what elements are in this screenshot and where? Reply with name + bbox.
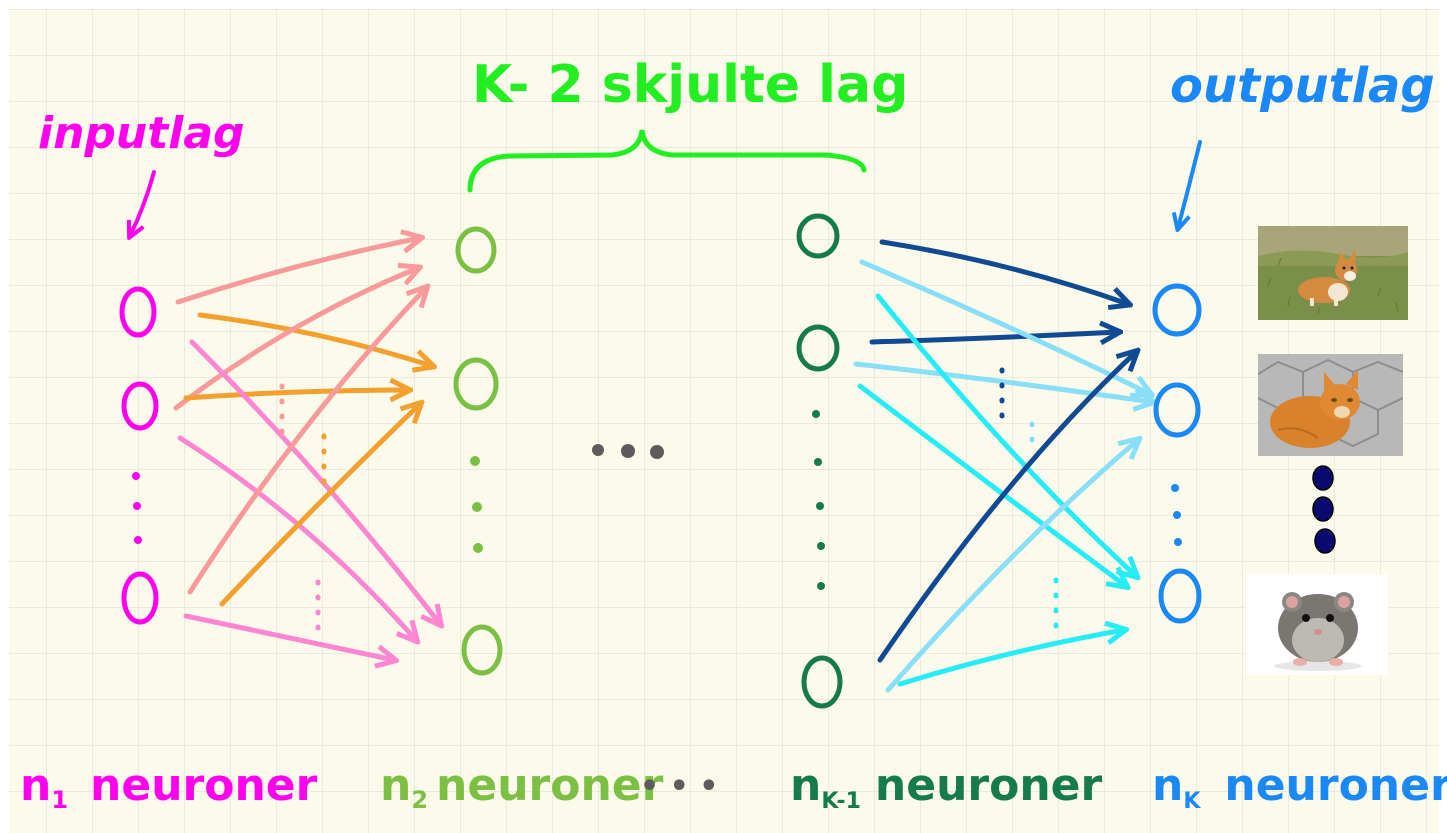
input-layer-pointer-arrow: [130, 170, 156, 236]
output-neuron: [1153, 382, 1201, 438]
output-layer: [1152, 283, 1202, 624]
hidden-1-vertical-dots: [470, 456, 483, 553]
input-neuron: [121, 381, 159, 431]
hidden-neuron: [461, 624, 503, 676]
middle-ellipsis-dots: [592, 444, 664, 459]
output-neuron: [1152, 283, 1202, 337]
input-neuron: [119, 286, 157, 338]
hidden-to-output-connections: [853, 239, 1152, 693]
output-vertical-dots: [1171, 484, 1182, 546]
input-layer-label: inputlag: [38, 108, 245, 159]
output-layer-pointer-arrow: [1178, 140, 1202, 228]
hidden-neuron: [453, 357, 499, 411]
bottom-ellipsis: • • •: [640, 769, 718, 804]
connection-arrow: [189, 339, 440, 624]
connection-arrow: [177, 435, 416, 640]
connection-arrow: [183, 390, 408, 398]
hidden-neuron: [796, 213, 840, 259]
photo-ellipsis-dots: [1312, 465, 1336, 554]
connection-arrow: [859, 259, 1150, 394]
connection-arrow: [853, 361, 1152, 402]
input-neuron: [121, 571, 159, 625]
cat-photo: [1258, 354, 1403, 456]
input-vertical-dots: [132, 472, 142, 544]
connection-arrow: [857, 383, 1126, 586]
hidden-neuron: [796, 324, 840, 372]
hamster-photo: [1246, 574, 1388, 675]
hidden-layers-brace: [467, 129, 867, 193]
connection-arrow: [219, 404, 420, 607]
connection-arrow: [879, 239, 1128, 304]
hidden-layers-label: K- 2 skjulte lag: [472, 55, 908, 115]
hidden-layer-k-1: [796, 213, 843, 709]
output-connection-dots: [999, 367, 1059, 639]
connection-arrow: [877, 352, 1136, 663]
dog-photo: [1258, 226, 1408, 320]
input-to-hidden-connections: [173, 238, 440, 660]
hidden-neuron: [801, 655, 843, 709]
hidden-k-1-vertical-dots: [812, 410, 825, 590]
connection-arrow: [175, 238, 420, 305]
connection-arrow: [875, 293, 1136, 576]
input-layer: [119, 286, 159, 625]
output-neuron: [1158, 568, 1202, 624]
output-layer-label: outputlag: [1170, 58, 1435, 114]
connection-arrow: [885, 440, 1138, 693]
hidden-neuron: [455, 226, 497, 274]
connection-arrow: [197, 312, 432, 366]
connection-arrow: [187, 288, 426, 595]
hidden-layer-1: [453, 226, 503, 676]
connection-arrow: [869, 332, 1118, 342]
connection-arrow: [183, 613, 394, 660]
input-connection-dots: [279, 383, 327, 635]
connection-arrow: [173, 268, 418, 411]
connection-arrow: [897, 630, 1124, 687]
